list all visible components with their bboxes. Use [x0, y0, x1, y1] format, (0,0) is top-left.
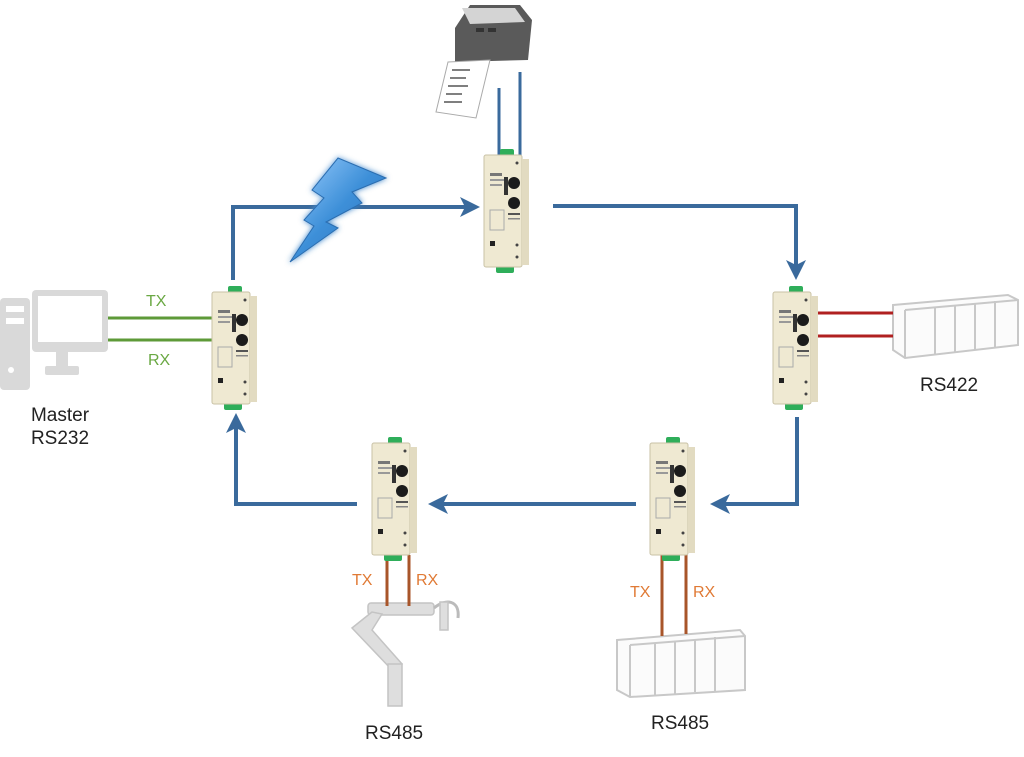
robot-arm-icon — [350, 600, 460, 707]
master-tx-label: TX — [146, 293, 167, 310]
plc-icon-rs422 — [892, 293, 1019, 360]
master-caption-line2: RS232 — [30, 428, 90, 449]
arrow-master-to-printer — [231, 197, 480, 280]
plc485-tx-label: TX — [630, 584, 651, 601]
label-printer-icon — [435, 5, 532, 119]
converter-master — [211, 285, 258, 411]
computer-icon — [0, 290, 108, 390]
robot-rx-label: RX — [416, 572, 439, 589]
arrow-rs422-to-plc485 — [710, 417, 799, 514]
plc485-wires — [660, 555, 688, 636]
robot-tx-label: TX — [352, 572, 373, 589]
rs232-wires — [108, 316, 212, 342]
ring-connections — [226, 197, 806, 514]
master-rx-label: RX — [148, 352, 171, 369]
rs422-caption: RS422 — [920, 375, 979, 396]
arrow-robot-to-master — [226, 413, 357, 506]
converter-plc485 — [649, 436, 696, 562]
converter-rs422 — [772, 285, 819, 411]
master-caption: Master RS232 — [18, 404, 102, 450]
arrow-printer-to-rs422 — [553, 204, 806, 280]
plc485-rx-label: RX — [693, 584, 716, 601]
lightning-bolt-icon — [289, 157, 388, 263]
rs422-wires — [818, 311, 893, 338]
plc-icon-rs485 — [616, 628, 746, 699]
robot-caption: RS485 — [365, 723, 424, 744]
converter-printer — [483, 148, 530, 274]
master-caption-line1: Master — [30, 405, 90, 426]
plc485-caption: RS485 — [651, 713, 710, 734]
robot-wires — [385, 555, 411, 606]
printer-wires — [497, 72, 522, 158]
converter-robot — [371, 436, 418, 562]
